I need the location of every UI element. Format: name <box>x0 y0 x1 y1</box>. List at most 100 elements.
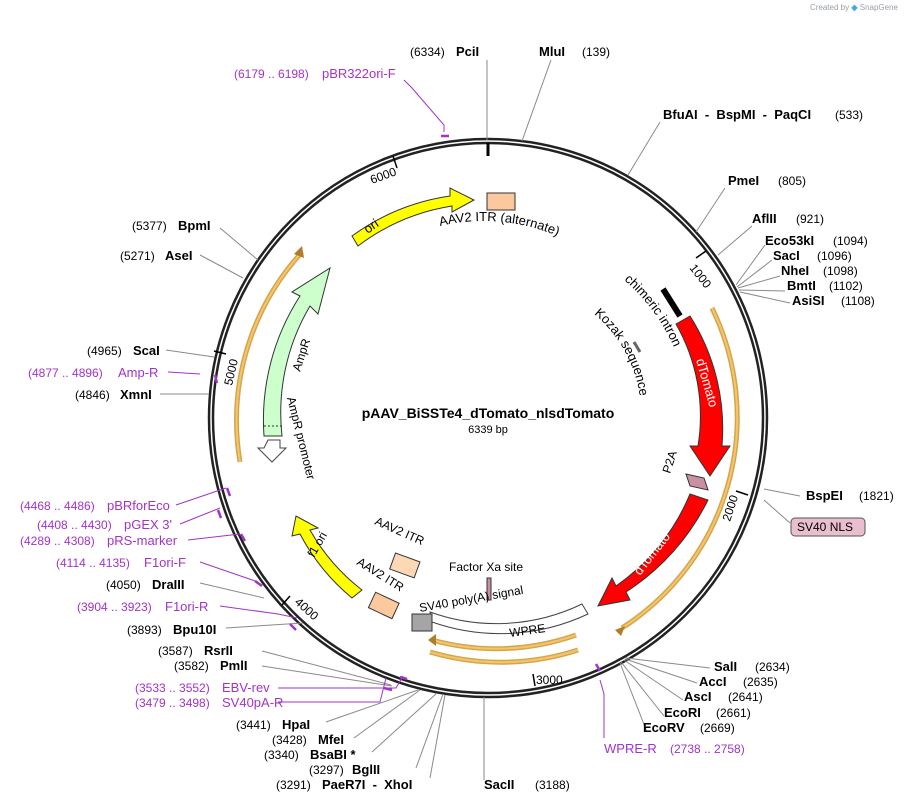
tick-mark <box>392 155 398 169</box>
site-name-bsabi: BsaBI * <box>310 747 356 762</box>
primer-range-amp-r: (4877 .. 4896) <box>28 366 103 380</box>
site-name-saci: SacI <box>773 248 800 263</box>
primer-name-pbr322ori-f: pBR322ori-F <box>322 66 396 81</box>
site-name-mlui: MluI <box>539 44 565 59</box>
leader-prs-marker <box>187 533 241 541</box>
leader-f1ori-r <box>219 605 298 619</box>
primer-name-pgex3: pGEX 3' <box>124 517 172 532</box>
feature-dtomato-2 <box>597 493 709 607</box>
site-pos-bfuai: (533) <box>835 108 863 122</box>
site-name-ecorv: EcoRV <box>643 720 685 735</box>
label-kozak-sequence: Kozak sequence <box>592 305 652 397</box>
site-pos-mlui: (139) <box>582 45 610 59</box>
feature-ampr-promoter <box>256 439 288 463</box>
primer-range-ebv-rev: (3533 .. 3552) <box>135 681 210 695</box>
site-name-asei: AseI <box>165 248 192 263</box>
site-name-ecori: EcoRI <box>664 705 701 720</box>
leader-ebv-rev <box>278 675 404 689</box>
leader-aflii <box>717 225 753 256</box>
leader-draiii <box>199 582 265 599</box>
leader-wpre-r <box>599 679 605 738</box>
watermark-created-by: Created by <box>809 3 850 12</box>
leader-bglii <box>415 693 444 769</box>
leader-bpmi <box>219 227 259 261</box>
site-pos-pmli: (3582) <box>174 659 209 673</box>
orf-arc-inner <box>431 634 577 650</box>
site-name-asisi: AsiSI <box>792 293 825 308</box>
primer-name-ebv-rev: EBV-rev <box>222 680 270 695</box>
site-pos-pmei: (805) <box>778 174 806 188</box>
leader-sv40-nls <box>763 499 791 524</box>
plasmid-size: 6339 bp <box>468 424 508 436</box>
leader-pbr322ori-f <box>403 79 445 132</box>
tick-label-3000: 3000 <box>536 673 563 687</box>
site-pos-mfei: (3428) <box>272 733 307 747</box>
tick-label-5000: 5000 <box>221 357 241 386</box>
leader-pmli <box>261 665 393 687</box>
site-name-xhoi: PaeR7I - XhoI <box>322 777 412 792</box>
tick-mark <box>213 350 227 355</box>
primer-range-pbr322ori-f: (6179 .. 6198) <box>234 67 309 81</box>
leader-amp-r <box>167 371 201 375</box>
leader-mfei <box>353 689 421 739</box>
primer-range-sv40pa-r: (3479 .. 3498) <box>135 696 210 710</box>
site-pos-bspei: (1821) <box>859 489 894 503</box>
leader-xhoi <box>429 694 446 779</box>
feature-chimeric-intron <box>660 287 683 318</box>
site-pos-xmni: (4846) <box>75 388 110 402</box>
site-pos-bpmi: (5377) <box>132 219 167 233</box>
leader-mlui <box>521 59 552 142</box>
feature-aav2-itr-2 <box>367 591 400 620</box>
feature-ampr <box>262 266 331 437</box>
sv40-nls-label: SV40 NLS <box>797 520 853 534</box>
backbone-outer-strand <box>207 137 769 699</box>
orf-arrowhead <box>615 626 625 636</box>
tick-mark <box>281 595 291 606</box>
tick-mark <box>735 490 749 496</box>
tick-label-1000: 1000 <box>687 261 715 291</box>
site-pos-ecori: (2661) <box>716 706 751 720</box>
leader-asci <box>623 659 684 701</box>
features <box>256 187 731 635</box>
leader-saci <box>736 259 773 288</box>
svg-text:AAV2 ITR (alternate): AAV2 ITR (alternate) <box>437 209 562 239</box>
site-pos-acci: (2635) <box>743 675 778 689</box>
label-p2a: P2A <box>660 449 680 475</box>
primer-mark <box>383 686 393 692</box>
label-ampr-promoter: AmpR promoter <box>284 395 318 481</box>
primer-mark <box>594 663 602 672</box>
leader-rsrii <box>261 650 392 686</box>
feature-sv40-polya <box>411 613 433 632</box>
site-name-eco53ki: Eco53kI <box>765 233 814 248</box>
feature-dtomato-1 <box>675 315 731 477</box>
feature-ori <box>351 187 476 247</box>
watermark-brand: SnapGene <box>859 3 898 12</box>
leader-bmti <box>738 289 786 292</box>
site-leaders <box>160 59 801 780</box>
primer-mark <box>239 533 247 542</box>
site-pos-sali: (2634) <box>755 660 790 674</box>
site-pos-bsabi: (3340) <box>264 748 299 762</box>
primer-range-f1ori-f: (4114 .. 4135) <box>56 556 130 570</box>
site-pos-aflii: (921) <box>796 212 824 226</box>
leader-acci <box>624 658 698 684</box>
site-labels: (6334) PciI MluI (139) BfuAI - BspMI - P… <box>75 44 894 792</box>
primer-name-pbrforeco: pBRforEco <box>107 498 170 513</box>
site-pos-bmti: (1102) <box>829 279 863 293</box>
leader-hpai <box>325 689 419 723</box>
leader-bsabi <box>371 692 438 753</box>
leader-pmei <box>695 187 726 233</box>
site-name-xmni: XmnI <box>120 387 152 402</box>
feature-factor-xa <box>486 577 492 601</box>
leader-eco53ki <box>735 244 766 286</box>
leader-sali <box>625 657 711 669</box>
primer-range-pgex3: (4408 .. 4430) <box>37 518 112 532</box>
primer-name-prs-marker: pRS-marker <box>107 533 178 548</box>
primer-labels: (6179 .. 6198) pBR322ori-F WPRE-R (2738 … <box>20 66 745 756</box>
primer-range-f1ori-r: (3904 .. 3923) <box>77 600 152 614</box>
feature-kozak <box>632 341 642 353</box>
site-pos-asci: (2641) <box>728 690 763 704</box>
site-pos-bpu10i: (3893) <box>127 623 162 637</box>
site-name-rsrii: RsrII <box>204 643 233 658</box>
leader-asei <box>199 254 244 279</box>
